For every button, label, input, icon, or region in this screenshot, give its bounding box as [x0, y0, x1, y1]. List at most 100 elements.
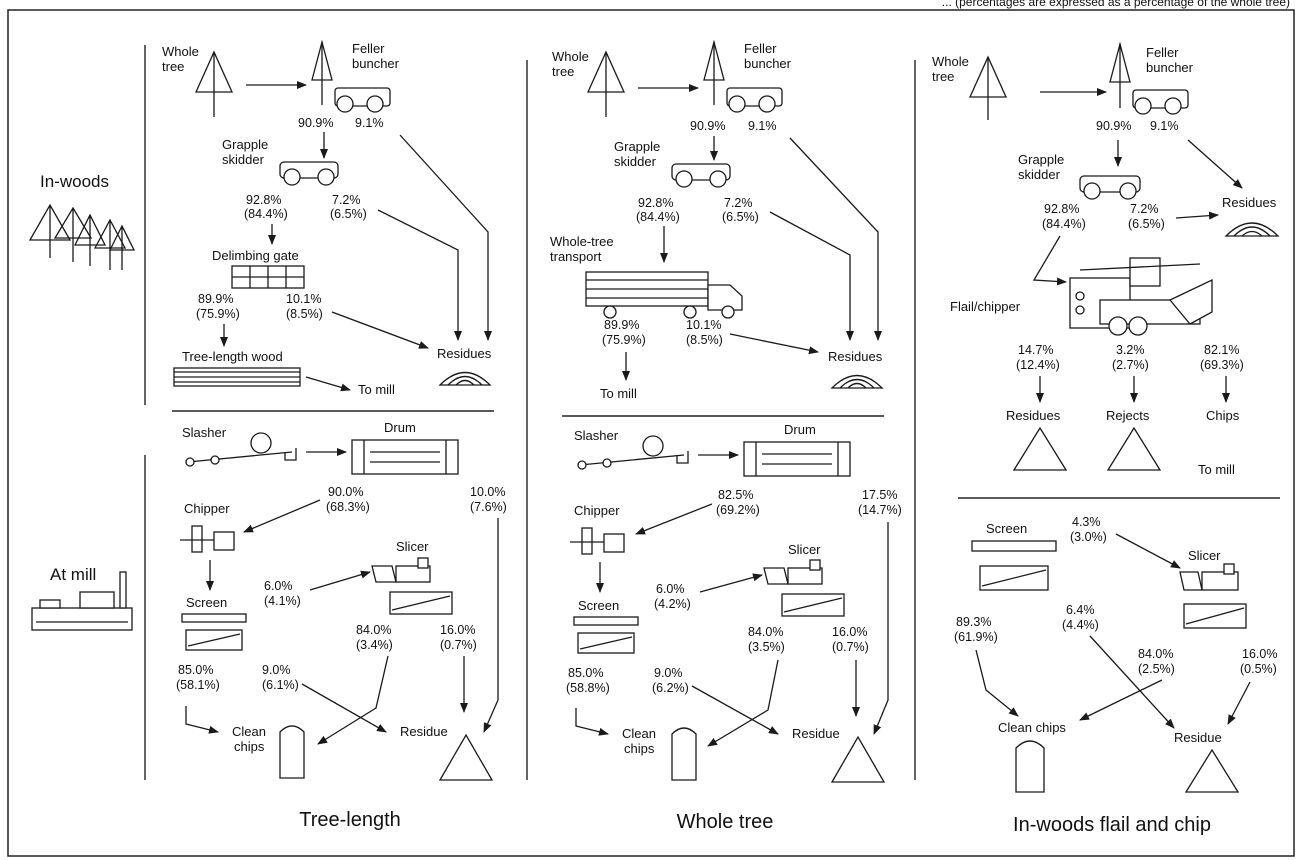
arrow: [1115, 533, 1181, 569]
header-fragment: ... (percentages are expressed as a perc…: [942, 0, 1290, 9]
pct-slicer-residue-sub: (0.7%): [440, 638, 477, 652]
pct-fb-main: 90.9%: [1096, 119, 1131, 133]
delimbing-gate-icon: [231, 265, 305, 289]
pct-fc-residues-sub: (12.4%): [1016, 358, 1060, 372]
pct-screen-to-slicer-sub: (4.1%): [264, 594, 301, 608]
residues-pile-icon: [438, 371, 492, 386]
pct-gs-main: 92.8%: [1044, 202, 1079, 216]
pct-fb-main: 90.9%: [690, 119, 725, 133]
pct-fc-chips: 82.1%: [1204, 343, 1239, 357]
arrow: [1227, 681, 1251, 725]
pct-dg-residue-sub: (8.5%): [286, 307, 323, 321]
arrow: [707, 659, 779, 747]
pct-tr-main: 89.9%: [604, 318, 639, 332]
pct-gs-residue-sub: (6.5%): [330, 207, 367, 221]
residues-pile-icon: [1012, 426, 1068, 471]
label-slasher: Slasher: [182, 425, 227, 440]
pct-slicer-residue-sub: (0.5%): [1240, 662, 1277, 676]
silo-icon: [671, 727, 697, 781]
feller-buncher-icon: [703, 39, 783, 113]
label-flail-chipper: Flail/chipper: [950, 299, 1021, 314]
pct-gs-main-sub: (84.4%): [244, 207, 288, 221]
label-delimbing-gate: Delimbing gate: [212, 248, 299, 263]
pct-dg-main-sub: (75.9%): [196, 307, 240, 321]
stage-label-in-woods: In-woods: [40, 172, 109, 191]
pct-fb-residue: 9.1%: [1150, 119, 1179, 133]
silo-icon: [279, 725, 305, 779]
arrow: [699, 573, 763, 593]
pct-fc-residues: 14.7%: [1018, 343, 1053, 357]
label-residue: Residue: [792, 726, 840, 741]
label-fc-rejects: Rejects: [1106, 408, 1150, 423]
arrow: [691, 685, 779, 735]
arrow: [309, 570, 371, 591]
pct-slicer-residue: 16.0%: [1242, 647, 1277, 661]
label-fc-residues: Residues: [1006, 408, 1061, 423]
label-residues: Residues: [437, 346, 492, 361]
pct-drum-main-sub: (69.2%): [716, 503, 760, 517]
pct-slicer-main-sub: (3.5%): [748, 640, 785, 654]
arrow: [317, 655, 389, 745]
slasher-icon: [577, 435, 689, 470]
pct-drum-residue: 10.0%: [470, 485, 505, 499]
arrow: [635, 503, 713, 535]
arrow: [975, 649, 1019, 717]
residue-pile-icon: [1184, 748, 1240, 793]
pct-screen-clean: 85.0%: [178, 663, 213, 677]
pct-gs-main: 92.8%: [246, 193, 281, 207]
label-screen: Screen: [578, 598, 619, 613]
pct-fc-rejects-sub: (2.7%): [1112, 358, 1149, 372]
label-residues-top: Residues: [1222, 195, 1277, 210]
drum-icon: [743, 441, 851, 477]
rejects-pile-icon: [1106, 426, 1162, 471]
pct-slicer-main: 84.0%: [356, 623, 391, 637]
pct-slicer-main: 84.0%: [1138, 647, 1173, 661]
arrow: [305, 376, 351, 392]
label-drum: Drum: [384, 420, 416, 435]
label-residues: Residues: [828, 349, 883, 364]
pct-slicer-main: 84.0%: [748, 625, 783, 639]
arrow: [1089, 635, 1175, 729]
chipper-icon: [180, 525, 235, 553]
pct-screen-residue: 9.0%: [654, 666, 683, 680]
screen-icon: [971, 540, 1057, 591]
feller-buncher-icon: [1109, 41, 1189, 115]
pct-screen-to-slicer-sub: (3.0%): [1070, 530, 1107, 544]
pct-screen-clean-sub: (58.8%): [566, 681, 610, 695]
arrow: [483, 518, 499, 733]
whole-tree-icon: [968, 55, 1008, 120]
logs-icon: [173, 367, 301, 387]
pct-screen-residue-sub: (4.4%): [1062, 618, 1099, 632]
arrow: [301, 683, 387, 733]
pct-fc-chips-sub: (69.3%): [1200, 358, 1244, 372]
grapple-skidder-icon: [1079, 175, 1141, 200]
pct-drum-residue: 17.5%: [862, 488, 897, 502]
pct-fc-rejects: 3.2%: [1116, 343, 1145, 357]
pct-fb-residue: 9.1%: [748, 119, 777, 133]
pct-drum-residue-sub: (14.7%): [858, 503, 902, 517]
outer-frame: [7, 9, 1295, 857]
pct-gs-residue-sub: (6.5%): [722, 210, 759, 224]
label-residue: Residue: [1174, 730, 1222, 745]
pct-screen-clean-sub: (61.9%): [954, 630, 998, 644]
mill-icon: [31, 571, 133, 631]
pct-screen-to-slicer: 6.0%: [656, 582, 685, 596]
label-to-mill: To mill: [600, 386, 637, 401]
pct-tr-main-sub: (75.9%): [602, 333, 646, 347]
pct-drum-main: 82.5%: [718, 488, 753, 502]
label-chipper: Chipper: [574, 503, 620, 518]
pct-slicer-main-sub: (2.5%): [1138, 662, 1175, 676]
residues-pile-icon: [830, 374, 884, 389]
column-title-whole-tree: Whole tree: [677, 811, 774, 833]
